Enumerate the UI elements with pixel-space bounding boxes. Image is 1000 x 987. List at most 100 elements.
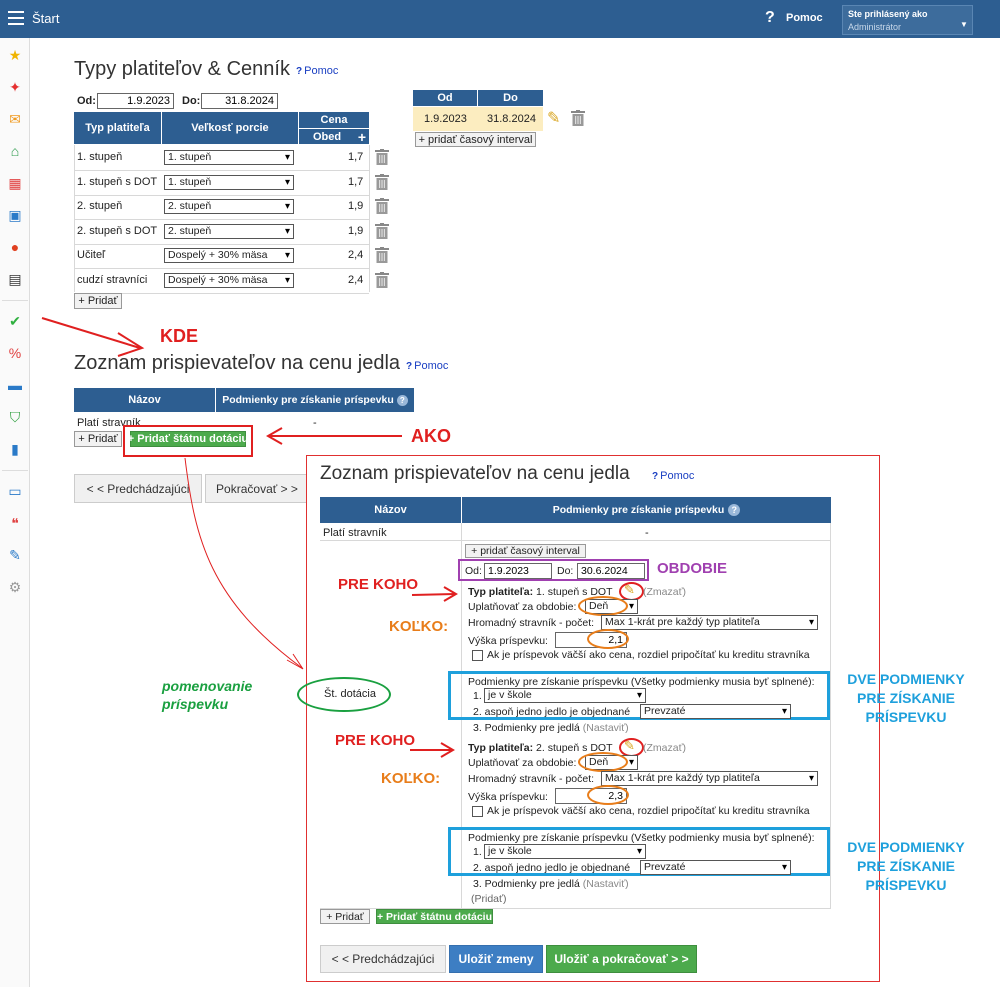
col-header-name: Názov bbox=[74, 388, 215, 412]
portion-size-select[interactable]: 2. stupeň bbox=[164, 224, 294, 239]
trash-icon[interactable] bbox=[375, 223, 389, 239]
interval-row[interactable] bbox=[413, 107, 543, 131]
magic-wand-icon[interactable]: ✦ bbox=[9, 78, 21, 95]
delete-link[interactable]: (Zmazať) bbox=[643, 586, 687, 598]
help-link-contributors[interactable]: ?Pomoc bbox=[406, 360, 449, 372]
user-dropdown[interactable]: Ste prihlásený ako Administrátor ▼ bbox=[842, 5, 973, 35]
highlight-box-conditions bbox=[448, 671, 830, 720]
mail-icon[interactable]: ✉ bbox=[9, 110, 21, 127]
trash-icon[interactable] bbox=[375, 198, 389, 214]
set-food-conditions-link[interactable]: (Nastaviť) bbox=[582, 722, 629, 734]
interval-header-do: Do bbox=[478, 90, 543, 106]
sidebar: ★ ✦ ✉ ⌂ ▦ ▣ ● ▤ ✔ % ▬ ⛉ ▮ ▭ ❝ ✎ ⚙ bbox=[0, 38, 30, 987]
detail-add-button[interactable]: + Pridať bbox=[320, 909, 370, 924]
mass-diner-select[interactable]: Max 1-krát pre každý typ platiteľa bbox=[601, 771, 818, 786]
set-food-conditions-link[interactable]: (Nastaviť) bbox=[582, 878, 629, 890]
calendar-icon[interactable]: ▤ bbox=[8, 270, 22, 287]
user-icon[interactable]: ● bbox=[10, 239, 20, 255]
payer-type: Typ platiteľa: 1. stupeň s DOT bbox=[468, 586, 613, 598]
help-icon[interactable]: ? bbox=[765, 9, 775, 26]
briefcase-icon[interactable]: ▬ bbox=[8, 377, 22, 393]
condition-2-label: 2. aspoň jedno jedlo je objednané bbox=[473, 862, 631, 874]
info-icon[interactable]: ? bbox=[396, 394, 408, 406]
portion-size-select[interactable]: Dospelý + 30% mäsa bbox=[164, 273, 294, 288]
annotation-ako: AKO bbox=[411, 426, 451, 446]
star-icon[interactable]: ★ bbox=[8, 46, 22, 63]
highlight-ellipse-amount bbox=[587, 785, 629, 805]
info-icon[interactable]: ? bbox=[728, 504, 741, 516]
section-title-contributors: Zoznam prispievateľov na cenu jedla bbox=[74, 352, 401, 374]
add-interval-button[interactable]: + pridať časový interval bbox=[415, 132, 536, 147]
mass-diner-select[interactable]: Max 1-krát pre každý typ platiteľa bbox=[601, 615, 818, 630]
trash-icon[interactable] bbox=[375, 174, 389, 190]
od-input[interactable] bbox=[97, 93, 174, 109]
condition-1-select[interactable]: je v škole bbox=[484, 844, 646, 859]
portion-size-select[interactable]: Dospelý + 30% mäsa bbox=[164, 248, 294, 263]
annotation-kde: KDE bbox=[160, 326, 199, 346]
interval-do-value: 31.8.2024 bbox=[487, 113, 536, 125]
credit-checkbox[interactable] bbox=[472, 650, 483, 661]
save-and-continue-button[interactable]: Uložiť a pokračovať > > bbox=[546, 945, 697, 973]
annotation-kolko-2: KOĽKO: bbox=[381, 770, 441, 787]
col-header-size: Veľkosť porcie bbox=[162, 112, 298, 144]
gear-icon[interactable]: ⚙ bbox=[8, 578, 22, 595]
add-type-button[interactable]: + Pridať bbox=[74, 293, 122, 309]
detail-help-link[interactable]: ?Pomoc bbox=[652, 470, 695, 482]
detail-previous-button[interactable]: < < Predchádzajúci bbox=[320, 945, 446, 973]
annotation-pre-koho-1: PRE KOHO bbox=[338, 576, 419, 593]
add-block-link[interactable]: (Pridať) bbox=[471, 893, 507, 905]
continue-button[interactable]: Pokračovať > > bbox=[205, 474, 309, 503]
delete-link[interactable]: (Zmazať) bbox=[643, 742, 687, 754]
trash-icon[interactable] bbox=[375, 149, 389, 165]
detail-od-label: Od: bbox=[465, 565, 482, 577]
do-input[interactable] bbox=[201, 93, 278, 109]
period-label: Uplatňovať za obdobie: bbox=[468, 757, 577, 769]
home-icon[interactable]: ⌂ bbox=[10, 143, 20, 159]
edit-pencil-icon[interactable]: ✎ bbox=[547, 110, 561, 127]
add-meal-button[interactable]: + bbox=[355, 129, 369, 145]
percent-icon[interactable]: % bbox=[8, 345, 22, 361]
type-name: 2. stupeň bbox=[77, 200, 123, 212]
previous-button[interactable]: < < Predchádzajúci bbox=[74, 474, 202, 503]
trash-icon[interactable] bbox=[375, 272, 389, 288]
check-circle-icon[interactable]: ✔ bbox=[9, 312, 21, 329]
hamburger-menu-icon[interactable] bbox=[8, 11, 24, 25]
annotation-obdobie: OBDOBIE bbox=[657, 560, 728, 577]
save-changes-button[interactable]: Uložiť zmeny bbox=[449, 945, 543, 973]
conditions-title: Podmienky pre získanie príspevku (Všetky… bbox=[468, 832, 815, 844]
credit-checkbox-label: Ak je príspevok väčší ako cena, rozdiel … bbox=[487, 805, 810, 817]
portion-size-select[interactable]: 2. stupeň bbox=[164, 199, 294, 214]
page-title-types: Typy platiteľov & Cenník bbox=[74, 58, 290, 80]
portion-size-select[interactable]: 1. stupeň bbox=[164, 175, 294, 190]
bar-chart-icon[interactable]: ▮ bbox=[11, 440, 19, 457]
help-link[interactable]: Pomoc bbox=[786, 12, 823, 24]
chat-icon[interactable]: ❝ bbox=[11, 514, 19, 531]
col-header-price: Cena bbox=[299, 112, 369, 128]
pen-icon[interactable]: ✎ bbox=[9, 546, 21, 563]
add-state-subsidy-button[interactable]: + Pridať štátnu dotáciu bbox=[127, 431, 249, 447]
calendar-grid-icon[interactable]: ▦ bbox=[8, 174, 22, 191]
condition-2-select[interactable]: Prevzaté bbox=[640, 860, 791, 875]
app-title[interactable]: Štart bbox=[32, 11, 60, 26]
credit-checkbox[interactable] bbox=[472, 806, 483, 817]
condition-2-select[interactable]: Prevzaté bbox=[640, 704, 791, 719]
condition-1-select[interactable]: je v škole bbox=[484, 688, 646, 703]
trash-icon[interactable] bbox=[571, 110, 585, 126]
open-book-icon[interactable]: ▭ bbox=[8, 482, 22, 499]
annotation-two-conditions-2: DVE PODMIENKY PRE ZÍSKANIE PRÍSPEVKU bbox=[847, 839, 965, 893]
help-link-types[interactable]: ?Pomoc bbox=[296, 65, 339, 77]
book-icon[interactable]: ▣ bbox=[8, 206, 22, 223]
add-contributor-button[interactable]: + Pridať bbox=[74, 431, 122, 447]
shield-check-icon[interactable]: ⛉ bbox=[9, 408, 21, 425]
detail-add-state-subsidy-button[interactable]: + Pridať štátnu dotáciu bbox=[376, 909, 493, 924]
detail-do-input[interactable] bbox=[577, 563, 645, 579]
detail-od-input[interactable] bbox=[484, 563, 552, 579]
top-bar: Štart ? Pomoc Ste prihlásený ako Adminis… bbox=[0, 0, 1000, 38]
price-value: 1,7 bbox=[348, 151, 364, 163]
condition-3-label: 3. Podmienky pre jedlá (Nastaviť) bbox=[473, 722, 629, 734]
detail-add-interval-button[interactable]: + pridať časový interval bbox=[465, 544, 586, 558]
amount-label: Výška príspevku: bbox=[468, 791, 548, 803]
price-value: 1,9 bbox=[348, 225, 364, 237]
portion-size-select[interactable]: 1. stupeň bbox=[164, 150, 294, 165]
trash-icon[interactable] bbox=[375, 247, 389, 263]
